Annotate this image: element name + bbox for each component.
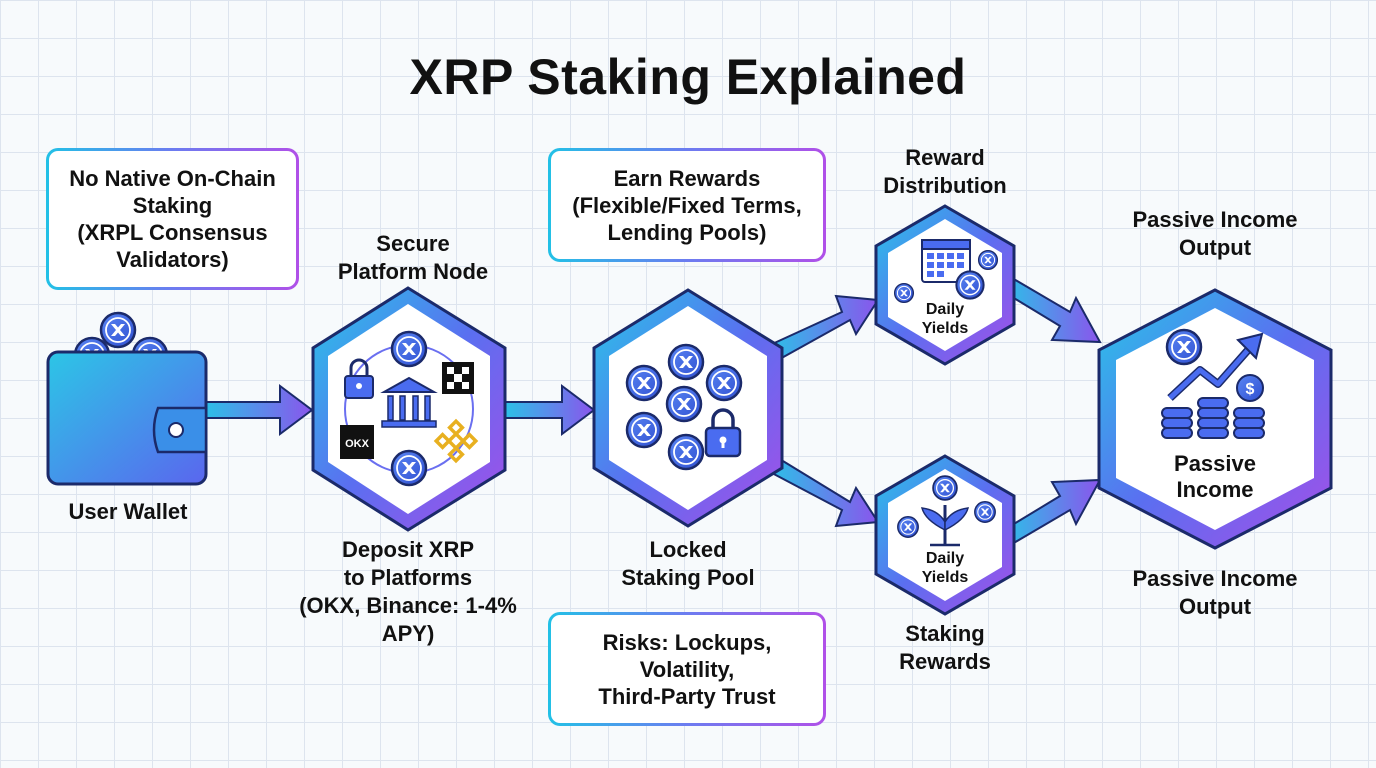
wallet-icon	[46, 313, 208, 486]
growth-chart-icon	[1167, 332, 1264, 401]
coin-stacks-icon	[1161, 397, 1265, 439]
bank-icon	[380, 376, 438, 428]
arrow-reward-distribution-to-passive	[1002, 276, 1102, 344]
daily-yields-bottom-text: Daily Yields	[921, 550, 969, 586]
lock-icon	[704, 408, 742, 458]
exchange-logo-icon	[442, 362, 474, 394]
xrp-coin-icon	[392, 332, 426, 366]
svg-text:$: $	[1246, 381, 1255, 398]
plant-growth-icon	[921, 505, 969, 547]
xrp-coin-icon	[392, 451, 426, 485]
svg-text:OKX: OKX	[345, 438, 370, 450]
arrow-staking-rewards-to-passive	[1002, 478, 1102, 546]
xrp-coin-icon	[956, 271, 983, 298]
reward-distribution-label: Reward Distribution	[883, 145, 1007, 198]
calendar-icon	[921, 239, 971, 283]
staking-rewards-label: Staking Rewards	[899, 621, 991, 674]
risks-box: Risks: Lockups, Volatility, Third-Party …	[548, 612, 826, 726]
xrp-coin-icon	[898, 517, 918, 537]
arrow-wallet-to-node	[204, 384, 314, 436]
dollar-coin-icon: $	[1236, 374, 1264, 402]
arrow-pool-to-reward-distribution	[768, 294, 880, 362]
okx-logo-icon: OKX	[340, 425, 374, 459]
page-title: XRP Staking Explained	[409, 49, 967, 105]
xrp-coin-icon	[979, 251, 998, 270]
no-native-staking-box: No Native On-Chain Staking (XRPL Consens…	[46, 148, 299, 290]
deposit-xrp-label: Deposit XRP to Platforms (OKX, Binance: …	[299, 537, 517, 646]
user-wallet-label: User Wallet	[68, 499, 188, 524]
passive-income-output-label-top: Passive Income Output	[1132, 207, 1298, 260]
earn-rewards-box: Earn Rewards (Flexible/Fixed Terms, Lend…	[548, 148, 826, 262]
binance-logo-icon	[433, 418, 479, 464]
locked-staking-pool-label: Locked Staking Pool	[621, 537, 755, 590]
secure-platform-node-label: Secure Platform Node	[337, 231, 489, 284]
xrp-coin-icon	[975, 502, 995, 522]
xrp-coin-icon	[1167, 330, 1201, 364]
reward-distribution-hexagon	[874, 204, 1016, 366]
arrow-node-to-pool	[504, 384, 596, 436]
daily-yields-top-text: Daily Yields	[921, 301, 969, 337]
xrp-coin-icon	[933, 476, 957, 500]
lock-icon	[344, 358, 374, 399]
passive-income-output-label-bottom: Passive Income Output	[1132, 566, 1298, 619]
passive-income-text: Passive Income	[1174, 451, 1256, 502]
arrow-pool-to-staking-rewards	[768, 456, 880, 528]
secure-platform-node-hexagon	[311, 286, 507, 532]
